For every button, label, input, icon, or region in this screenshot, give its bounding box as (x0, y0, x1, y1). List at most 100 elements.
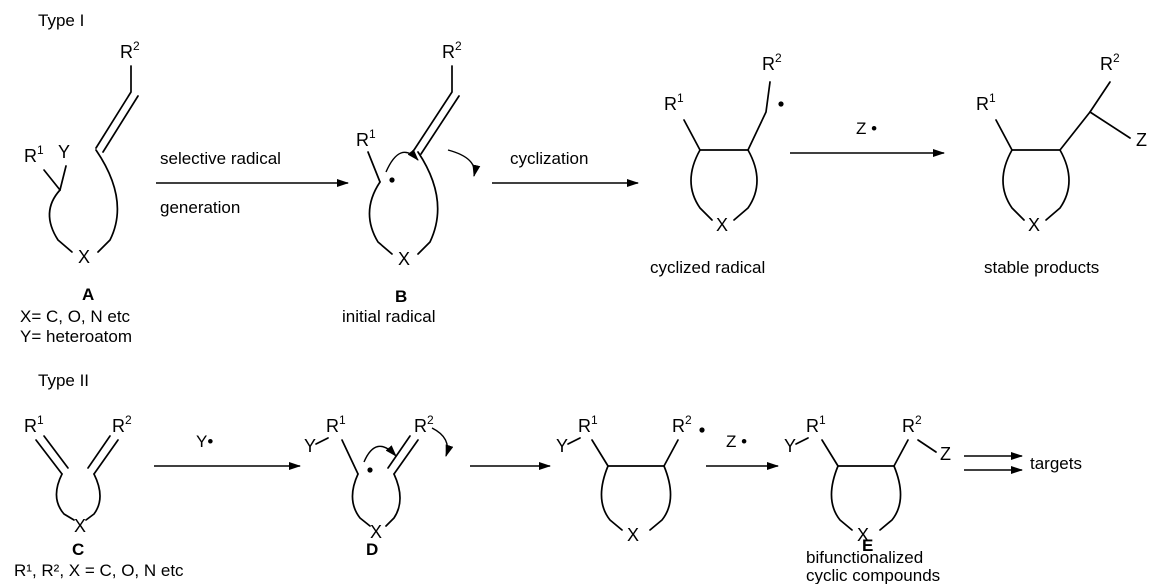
b-curly-arrow-1 (385, 149, 419, 173)
cyclized-radical: R1 R2 X cyclized radical (650, 51, 784, 277)
a-bond-alkene-2 (102, 95, 139, 153)
type2-heading: Type II (38, 371, 89, 390)
cr-r1-label: R1 (664, 91, 684, 114)
e-ring-right (879, 465, 902, 531)
c-bond-r2-2 (87, 435, 111, 469)
cr-radical-dot (778, 101, 784, 107)
arrow-6: Z • (706, 432, 779, 470)
arrow-1-bottom-label: generation (160, 198, 240, 217)
type1-heading: Type I (38, 11, 84, 30)
ir-bond-r1 (591, 439, 609, 467)
sp-bond-r1 (995, 119, 1013, 151)
arrow-1-top-label: selective radical (160, 149, 281, 168)
e-bond-y (795, 437, 809, 445)
arrow-4-top-label: Y• (196, 432, 213, 451)
cr-ring-left (690, 149, 713, 221)
b-r1-label: R1 (356, 127, 376, 150)
cr-bond-r1 (683, 119, 701, 151)
c-bond-r1-1 (35, 439, 63, 475)
ir-y-label: Y (556, 436, 568, 456)
arrow-4: Y• (154, 432, 301, 470)
c-letter: C (72, 540, 84, 559)
e-r2-label: R2 (902, 413, 922, 436)
a-note-2: Y= heteroatom (20, 327, 132, 346)
e-bond-r1 (821, 439, 839, 467)
ir-bond-r2 (663, 439, 679, 467)
e-ring-left (830, 465, 853, 531)
e-r1-label: R1 (806, 413, 826, 436)
d-r2-label: R2 (414, 413, 434, 436)
sp-bond-ch (1059, 111, 1091, 151)
cr-x-label: X (716, 215, 728, 235)
sp-bond-z (1089, 111, 1131, 139)
targets-label: targets (1030, 454, 1082, 473)
ir-ring-left (600, 465, 623, 531)
c-ring-right (85, 473, 101, 521)
sp-x-label: X (1028, 215, 1040, 235)
sp-r1-label: R1 (976, 91, 996, 114)
intermediate-radical: Y R1 R2 X (556, 413, 705, 545)
d-letter: D (366, 540, 378, 559)
ir-r1-label: R1 (578, 413, 598, 436)
e-z-label: Z (940, 444, 951, 464)
cr-ring-right (733, 149, 758, 221)
d-curly-arrow-1 (363, 445, 397, 463)
d-radical-dot (367, 467, 373, 473)
arrow-2-top-label: cyclization (510, 149, 588, 168)
b-x-label: X (398, 249, 410, 269)
ir-bond-y (567, 437, 581, 445)
a-bond-r1 (43, 169, 61, 191)
arrow-3-top-label: Z • (856, 119, 877, 138)
b-r2-label: R2 (442, 39, 462, 62)
a-r1-label: R1 (24, 143, 44, 166)
e-bond-r2 (893, 439, 909, 467)
e-caption-2: cyclic compounds (806, 566, 940, 584)
e-bond-z (917, 439, 937, 453)
ir-ring-right (649, 465, 672, 531)
d-ring-right (385, 473, 401, 527)
b-curly-arrow-2 (447, 149, 481, 177)
arrow-3: Z • (790, 119, 945, 157)
sp-bond-r2 (1089, 81, 1111, 113)
c-note: R¹, R², X = C, O, N etc (14, 561, 184, 580)
a-bond-y (59, 165, 67, 191)
c-bond-r2-1 (93, 439, 119, 475)
ir-r2-label: R2 (672, 413, 692, 436)
sp-r2-label: R2 (1100, 51, 1120, 74)
cr-bond-ch2 (747, 81, 771, 151)
sp-caption: stable products (984, 258, 1099, 277)
b-bond-alkene-1 (413, 65, 453, 151)
b-bond-alkene-2 (420, 95, 460, 155)
d-bond-r2-1 (393, 439, 419, 475)
cr-caption: cyclized radical (650, 258, 765, 277)
arrow-6-top-label: Z • (726, 432, 747, 451)
e-x-label: X (857, 525, 869, 545)
c-bond-r1-2 (43, 435, 69, 469)
arrow-2: cyclization (492, 149, 639, 187)
a-bond-alkene-1 (95, 65, 132, 149)
d-bond-y (315, 437, 329, 445)
b-bond-r1 (367, 151, 381, 183)
d-ring-left (351, 473, 371, 527)
compound-b: R1 R2 X B initial radical (342, 39, 481, 326)
a-y-label: Y (58, 142, 70, 162)
c-x-label: X (74, 516, 86, 536)
b-ring-left (368, 181, 393, 255)
d-r1-label: R1 (326, 413, 346, 436)
c-r2-label: R2 (112, 413, 132, 436)
arrow-1: selective radical generation (156, 149, 349, 217)
a-x-label: X (78, 247, 90, 267)
a-ring-left (48, 189, 73, 253)
a-letter: A (82, 285, 94, 304)
stable-products: R1 R2 X Z stable products (976, 51, 1147, 277)
cr-r2-label: R2 (762, 51, 782, 74)
compound-d: Y R1 R2 X D (304, 413, 454, 559)
c-ring-left (55, 473, 75, 521)
d-curly-arrow-2 (431, 427, 454, 457)
c-r1-label: R1 (24, 413, 44, 436)
compound-c: R1 R2 X C R¹, R², X = C, O, N etc (14, 413, 184, 580)
b-letter: B (395, 287, 407, 306)
b-caption: initial radical (342, 307, 436, 326)
e-letter: E (862, 536, 873, 555)
